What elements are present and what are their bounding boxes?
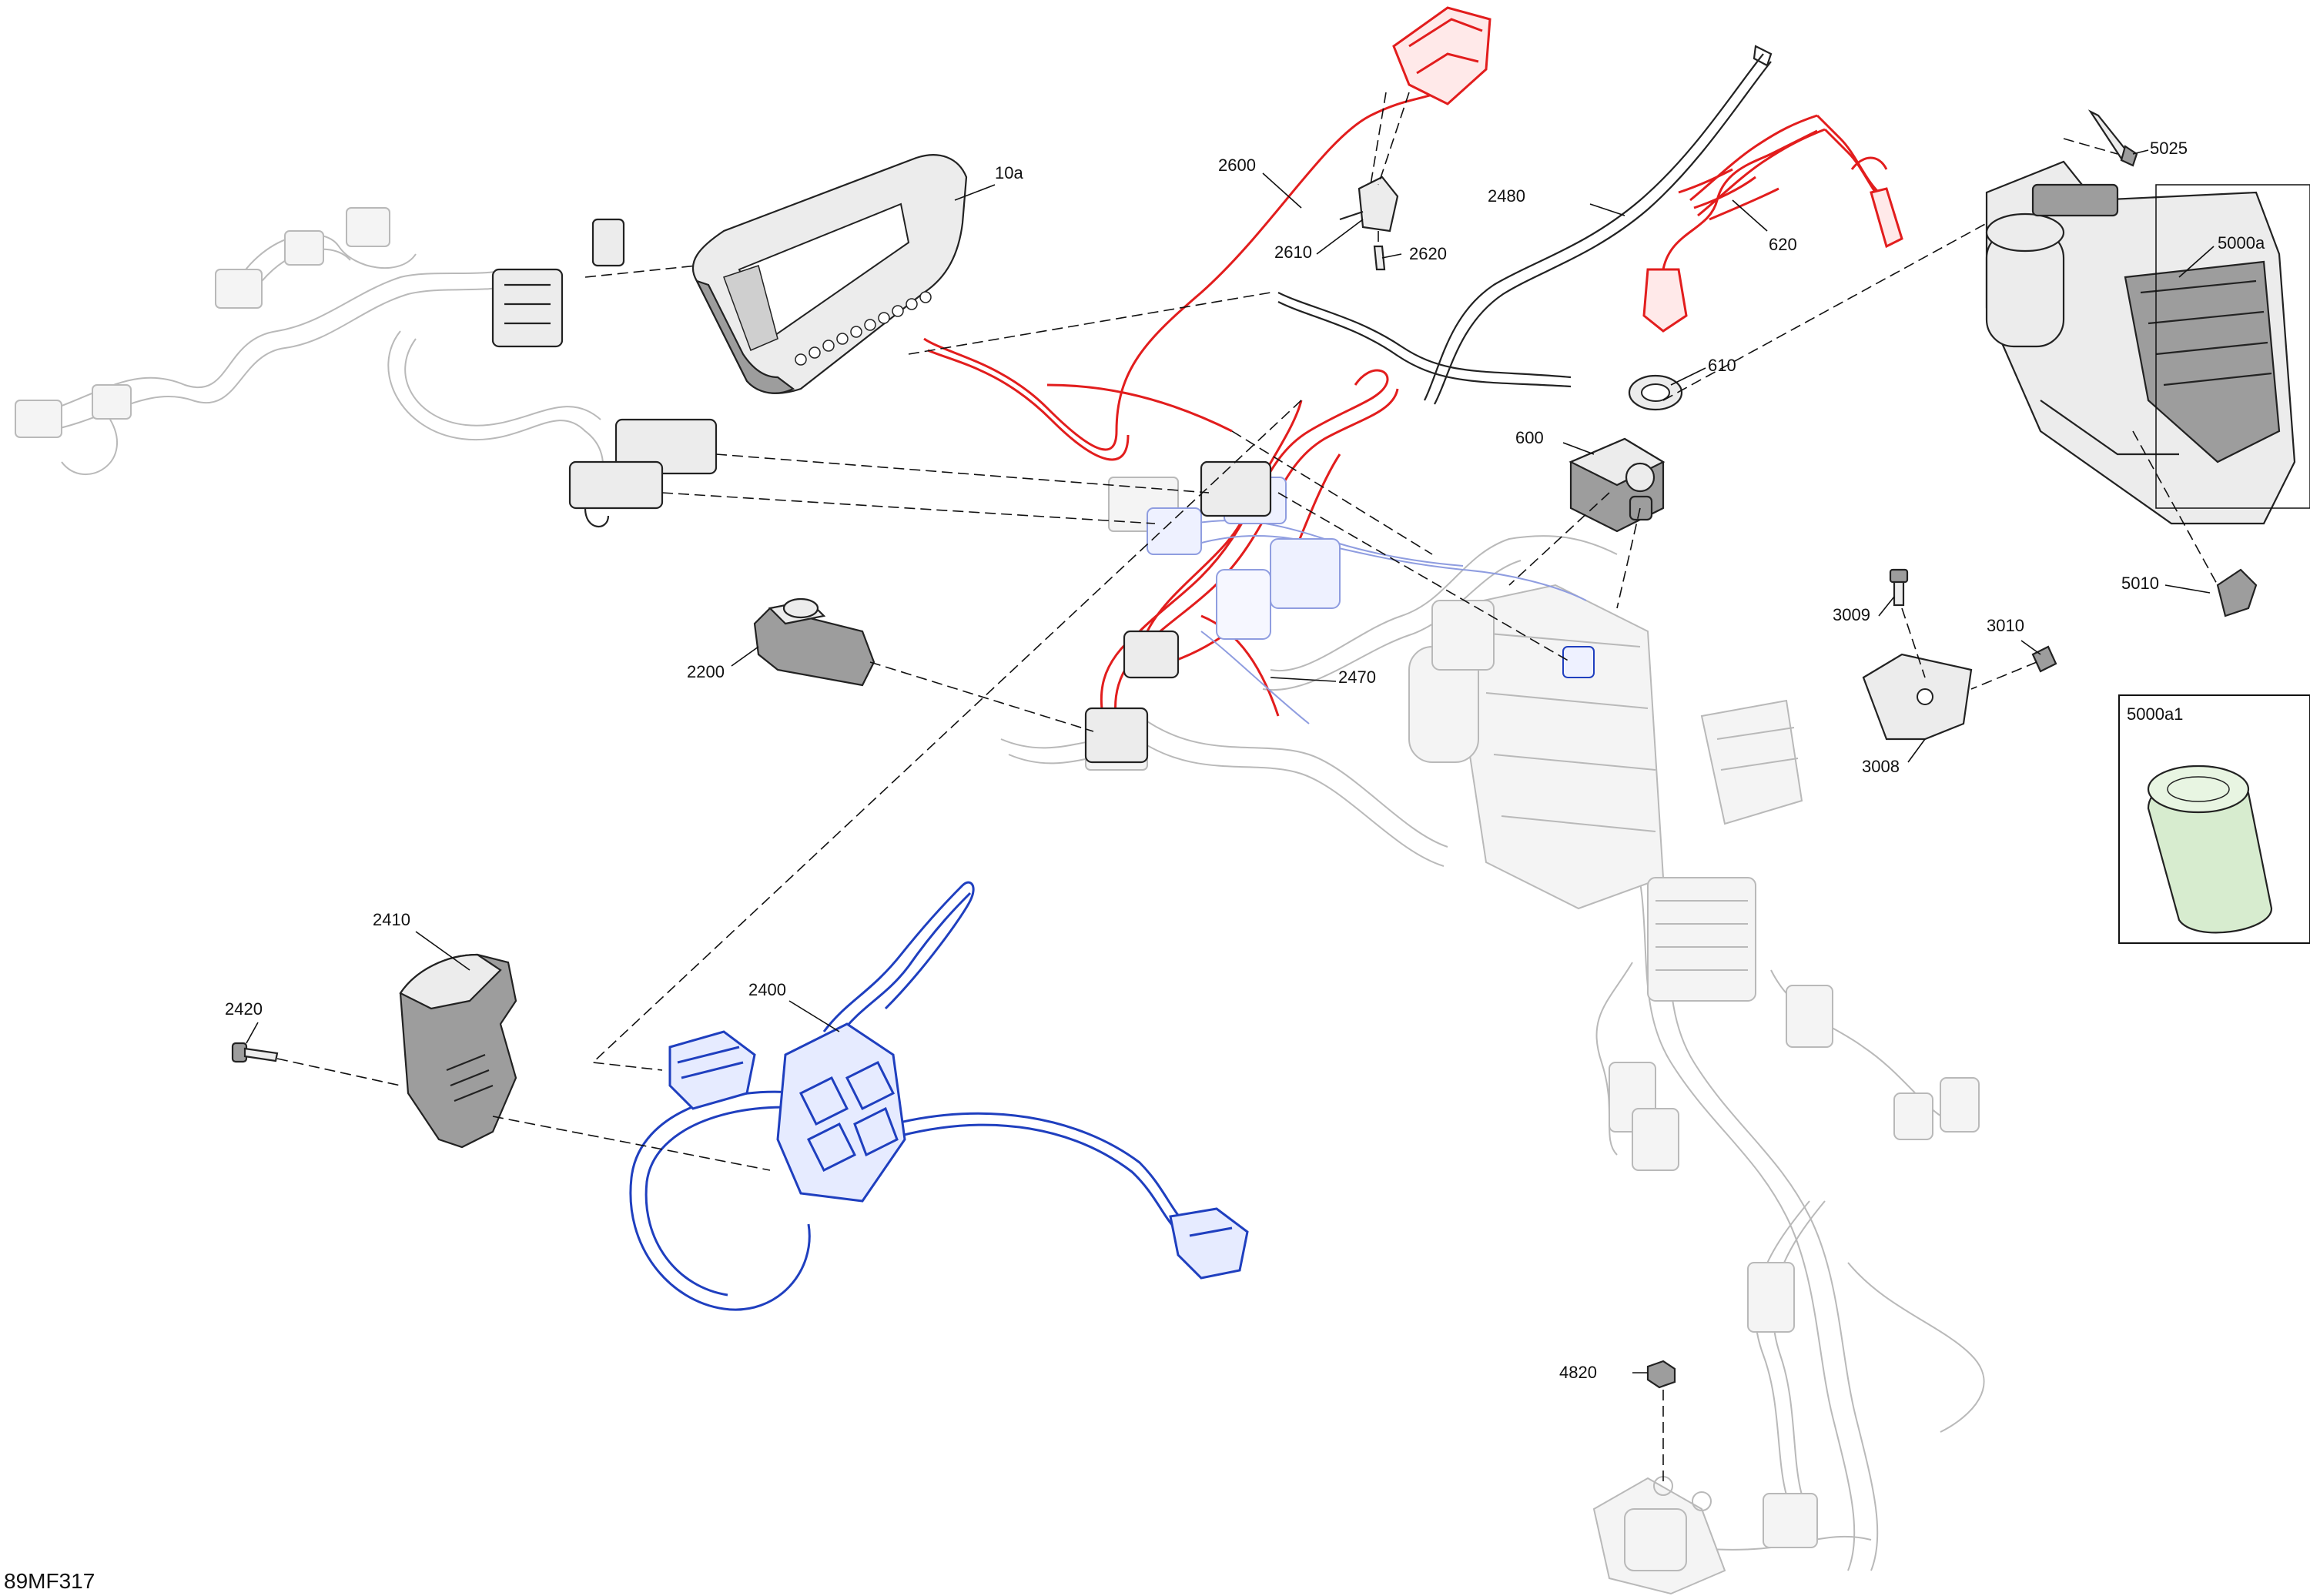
assembly-dashed-lines	[276, 92, 2218, 1486]
callout-3009: 3009	[1833, 605, 1870, 624]
callout-2600: 2600	[1218, 156, 1256, 175]
control-module-5000a	[1985, 160, 2296, 525]
inset-label: 5000a1	[2127, 704, 2183, 724]
fuel-filter-5000a1	[2147, 765, 2273, 934]
diagram-code: 89MF317	[4, 1569, 95, 1593]
harness-2470	[1084, 369, 1595, 764]
wire-2600-red	[923, 6, 1491, 461]
callout-2470: 2470	[1338, 668, 1376, 687]
bracket-2610	[1339, 176, 1399, 233]
screw-5025	[2087, 109, 2138, 167]
callout-4820: 4820	[1559, 1363, 1597, 1382]
screw-2420	[231, 1042, 279, 1063]
digital-display-10a	[691, 154, 968, 394]
main-wiring-harness	[15, 207, 1985, 1595]
nut-4820	[1646, 1360, 1676, 1389]
callout-3010: 3010	[1987, 616, 2024, 635]
tether-cord-620	[1642, 114, 1903, 333]
hose-2480	[1277, 45, 1773, 405]
callout-2610: 2610	[1274, 243, 1312, 262]
callout-2200: 2200	[687, 662, 725, 681]
callout-10a: 10a	[995, 163, 1023, 182]
callout-labels: 10a 2600 2610 2620 2480 620 610 600 5025…	[4, 139, 2265, 1593]
callout-2420: 2420	[225, 999, 263, 1019]
callout-5000a: 5000a	[2218, 233, 2265, 253]
module-outline-frame	[2155, 184, 2310, 509]
callout-620: 620	[1769, 235, 1797, 254]
bracket-3008	[1862, 653, 1973, 741]
callout-5025: 5025	[2150, 139, 2188, 158]
callout-leaders	[246, 149, 2215, 1373]
cover-2410	[399, 953, 517, 1149]
bolt-3010	[2031, 645, 2057, 673]
sensor-2200	[753, 597, 875, 687]
switch-600	[1568, 437, 1666, 533]
callout-600: 600	[1515, 428, 1544, 447]
callout-610: 610	[1708, 356, 1736, 375]
nut-610	[1628, 374, 1683, 411]
callout-2410: 2410	[373, 910, 410, 929]
screw-2620	[1373, 245, 1386, 271]
callout-2400: 2400	[748, 980, 786, 999]
bolt-3009	[1889, 568, 1909, 607]
callout-2480: 2480	[1488, 186, 1525, 206]
callout-3008: 3008	[1862, 757, 1900, 776]
switch-block-2400	[629, 881, 1249, 1311]
callout-2620: 2620	[1409, 244, 1447, 263]
callout-5010: 5010	[2121, 574, 2159, 593]
clip-5010	[2216, 568, 2258, 617]
